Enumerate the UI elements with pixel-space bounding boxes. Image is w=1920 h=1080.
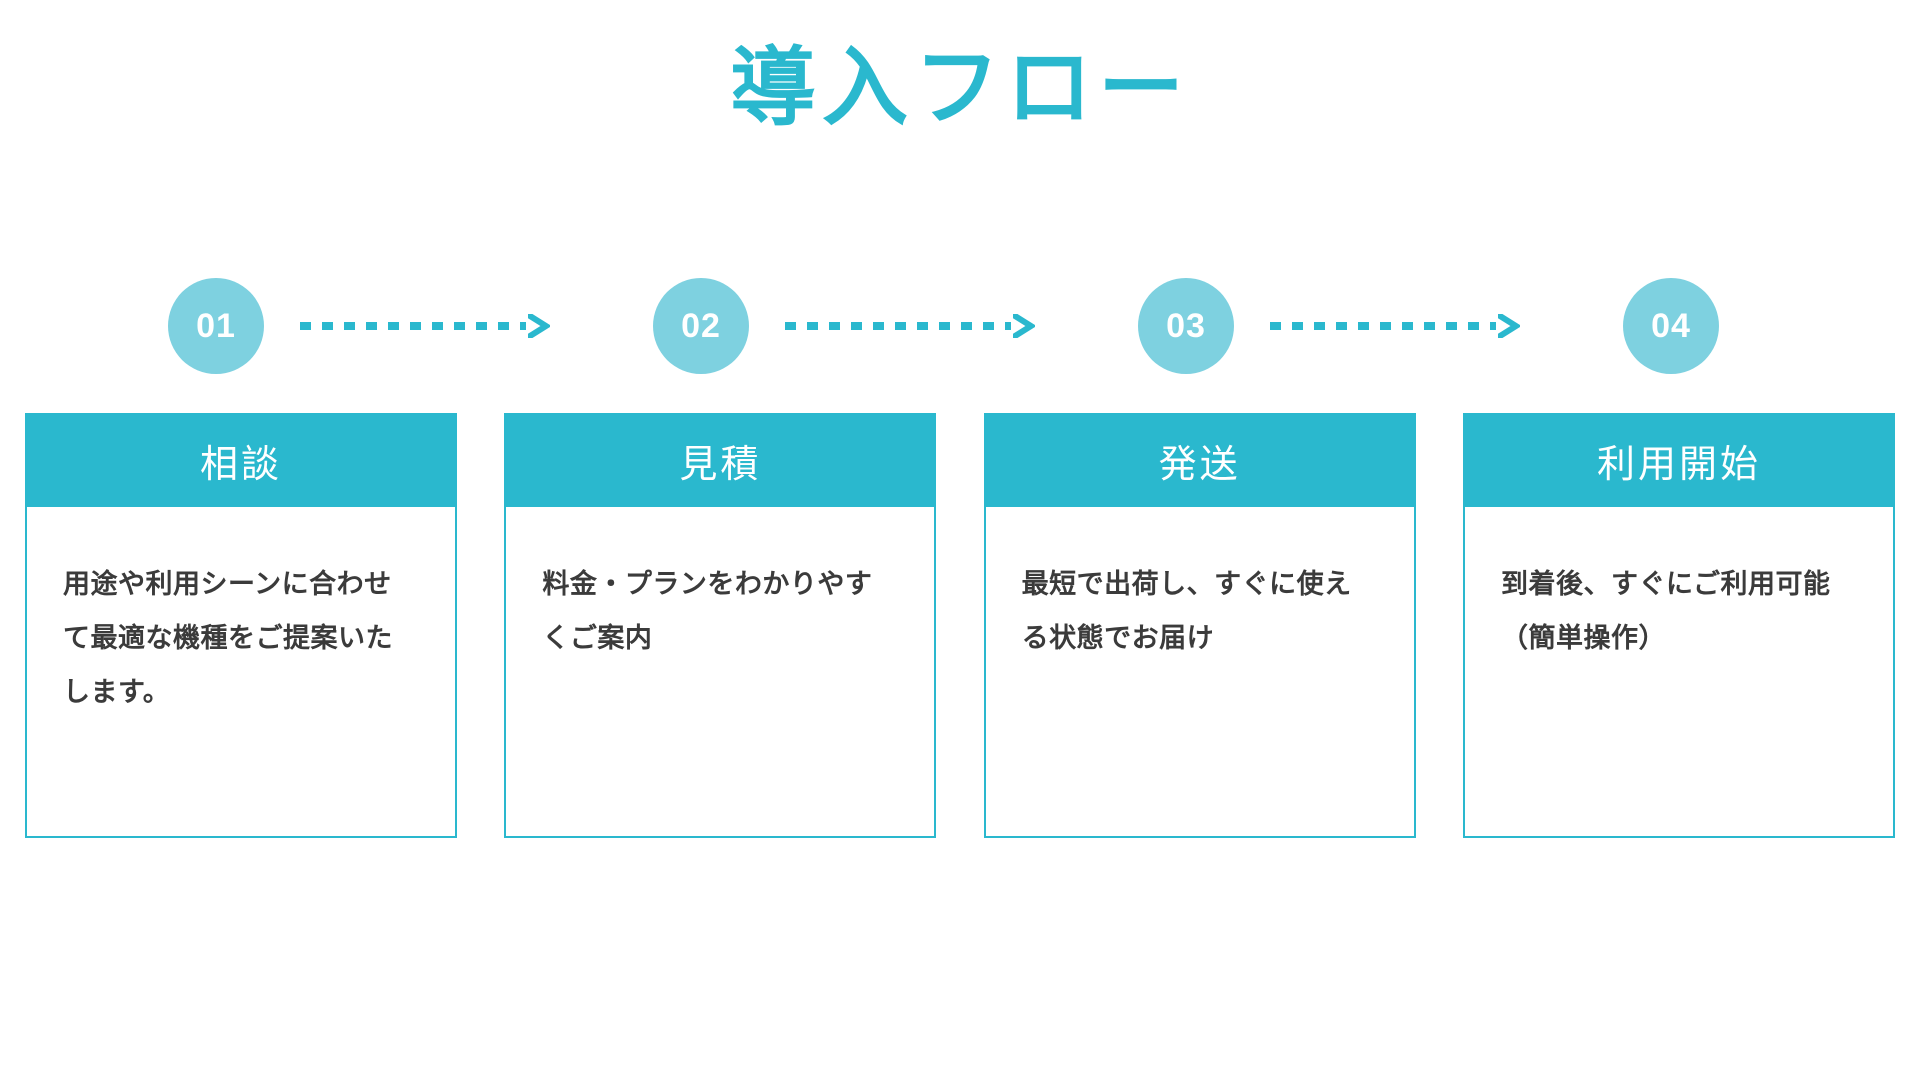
step-number-badge-04: 04 [1623, 278, 1719, 374]
step-number-label: 04 [1651, 306, 1691, 345]
step-number-badge-02: 02 [653, 278, 749, 374]
step-indicator-strip: 01 02 03 04 [25, 278, 1895, 374]
step-card-description: 到着後、すぐにご利用可能（簡単操作） [1462, 507, 1895, 838]
step-number-badge-03: 03 [1138, 278, 1234, 374]
step-card-02: 見積 料金・プランをわかりやすくご案内 [504, 413, 937, 838]
step-card-title: 発送 [983, 413, 1416, 507]
step-card-list: 相談 用途や利用シーンに合わせて最適な機種をご提案いたします。 見積 料金・プラ… [25, 413, 1895, 838]
dotted-arrow-right-icon [785, 314, 1035, 338]
step-number-label: 03 [1166, 306, 1206, 345]
step-card-04: 利用開始 到着後、すぐにご利用可能（簡単操作） [1462, 413, 1895, 838]
arrow-head-icon [1498, 314, 1520, 338]
arrow-dashes [300, 322, 526, 330]
step-card-description: 用途や利用シーンに合わせて最適な機種をご提案いたします。 [25, 507, 457, 838]
step-card-description: 最短で出荷し、すぐに使える状態でお届け [983, 507, 1416, 838]
arrow-head-icon [1013, 314, 1035, 338]
step-number-label: 02 [681, 306, 721, 345]
dotted-arrow-right-icon [300, 314, 550, 338]
step-number-badge-01: 01 [168, 278, 264, 374]
arrow-dashes [785, 322, 1011, 330]
page-title: 導入フロー [730, 40, 1190, 136]
step-card-description: 料金・プランをわかりやすくご案内 [504, 507, 937, 838]
dotted-arrow-right-icon [1270, 314, 1520, 338]
step-card-title: 相談 [25, 413, 457, 507]
arrow-dashes [1270, 322, 1496, 330]
step-card-01: 相談 用途や利用シーンに合わせて最適な機種をご提案いたします。 [25, 413, 457, 838]
step-card-title: 利用開始 [1462, 413, 1895, 507]
step-card-03: 発送 最短で出荷し、すぐに使える状態でお届け [983, 413, 1416, 838]
arrow-head-icon [528, 314, 550, 338]
step-card-title: 見積 [504, 413, 937, 507]
step-number-label: 01 [196, 306, 236, 345]
